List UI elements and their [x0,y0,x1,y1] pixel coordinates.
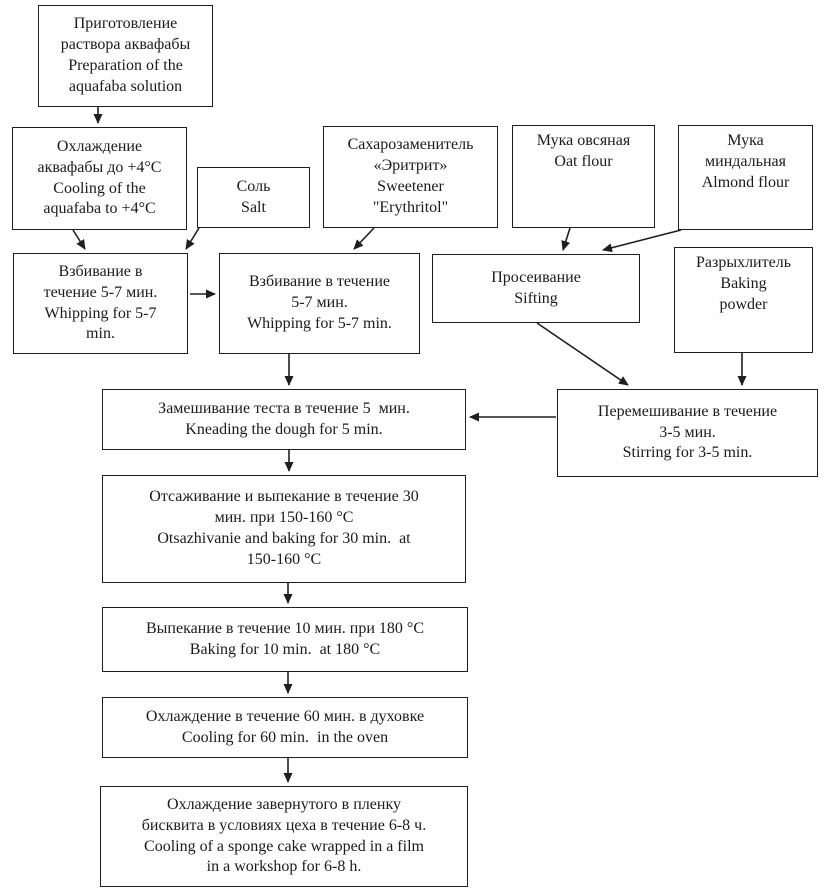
node-salt-label: Соль Salt [236,177,271,216]
node-sifting-label: Просеивание Sifting [491,268,581,307]
node-whipping-2-label: Взбивание в течение 5-7 мин. Whipping fo… [247,273,392,332]
node-cooling-wrapped: Охлаждение завернутого в пленку бисквита… [100,786,468,887]
node-whipping-1-label: Взбивание в течение 5-7 мин. Whipping fo… [43,262,158,343]
node-piping-baking-label: Отсаживание и выпекание в течение 30 мин… [149,488,419,568]
node-stirring: Перемешивание в течение 3-5 мин. Stirrin… [557,389,818,477]
node-baking-powder: Разрыхлитель Baking powder [674,247,813,353]
arrow-sweetener-to-whipping-2 [353,227,375,250]
node-aquafaba-cooling-label: Охлаждение аквафабы до +4°C Cooling of t… [37,137,162,218]
node-whipping-2: Взбивание в течение 5-7 мин. Whipping fo… [219,253,420,354]
node-baking-powder-label: Разрыхлитель Baking powder [696,254,791,313]
arrow-salt-to-whipping-1 [185,227,200,250]
arrow-sifting-to-stirring [536,322,629,386]
arrow-almond-flour-to-sifting [602,229,682,253]
node-piping-baking: Отсаживание и выпекание в течение 30 мин… [102,475,466,583]
node-cooling-oven: Охлаждение в течение 60 мин. в духовке C… [102,697,468,758]
arrow-cooling-to-whipping-1 [72,229,86,250]
node-stirring-label: Перемешивание в течение 3-5 мин. Stirrin… [597,402,778,462]
node-oat-flour-label: Мука овсяная Oat flour [536,132,631,170]
node-cooling-oven-label: Охлаждение в течение 60 мин. в духовке C… [145,707,425,746]
node-baking-180-label: Выпекание в течение 10 мин. при 180 °С B… [145,619,424,658]
node-aquafaba-preparation: Приготовление раствора аквафабы Preparat… [38,5,213,107]
node-sweetener-erythritol: Сахарозаменитель «Эритрит» Sweetener "Er… [323,126,498,228]
node-aquafaba-cooling: Охлаждение аквафабы до +4°C Cooling of t… [12,127,187,230]
node-kneading-label: Замешивание теста в течение 5 мин. Knead… [158,399,410,438]
node-whipping-1: Взбивание в течение 5-7 мин. Whipping fo… [13,253,188,354]
node-almond-flour: Мука миндальная Almond flour [678,125,813,230]
node-oat-flour: Мука овсяная Oat flour [512,125,655,228]
node-sifting: Просеивание Sifting [432,254,640,323]
node-baking-180: Выпекание в течение 10 мин. при 180 °С B… [102,607,468,672]
node-kneading: Замешивание теста в течение 5 мин. Knead… [102,389,466,450]
node-salt: Соль Salt [197,167,310,228]
arrow-oat-flour-to-sifting [561,227,571,251]
node-almond-flour-label: Мука миндальная Almond flour [701,132,790,191]
node-cooling-wrapped-label: Охлаждение завернутого в пленку бисквита… [141,795,427,876]
node-sweetener-erythritol-label: Сахарозаменитель «Эритрит» Sweetener "Er… [347,136,474,216]
node-aquafaba-preparation-label: Приготовление раствора аквафабы Preparat… [60,15,191,95]
